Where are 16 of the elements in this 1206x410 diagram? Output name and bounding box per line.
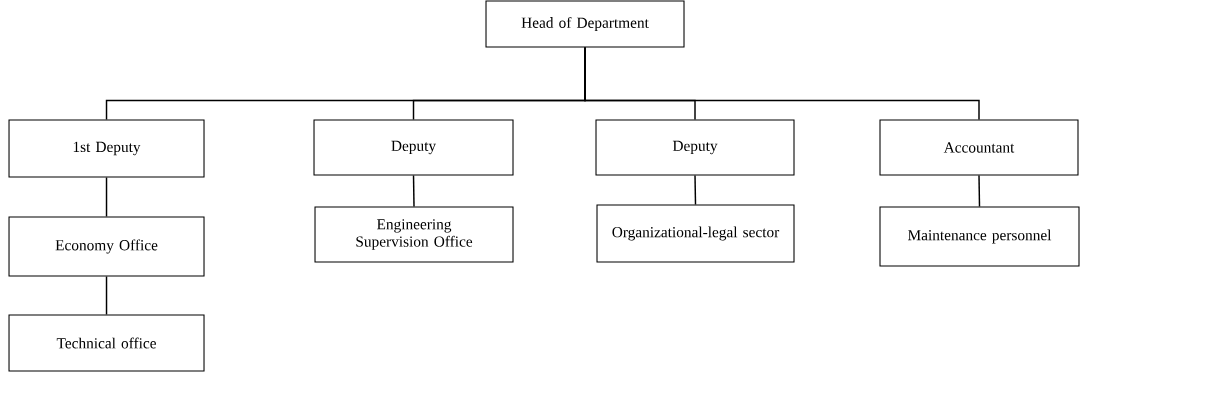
- org-box: Deputy: [313, 119, 514, 176]
- connector-line: [978, 174, 981, 208]
- org-box: 1st Deputy: [8, 119, 205, 178]
- connector-line: [105, 176, 108, 218]
- org-box: Deputy: [595, 119, 795, 176]
- org-box: Maintenance personnel: [879, 206, 1080, 267]
- org-box: Technical office: [8, 314, 205, 372]
- connector-line: [694, 174, 697, 206]
- org-box: Head of Department: [485, 0, 685, 48]
- org-box: Engineering Supervision Office: [314, 206, 514, 263]
- org-box: Accountant: [879, 119, 1079, 176]
- connector-line: [584, 46, 980, 121]
- connector-line: [412, 174, 415, 208]
- connector-line: [105, 275, 108, 316]
- org-box: Organizational-legal sector: [596, 204, 795, 263]
- org-box: Economy Office: [8, 216, 205, 277]
